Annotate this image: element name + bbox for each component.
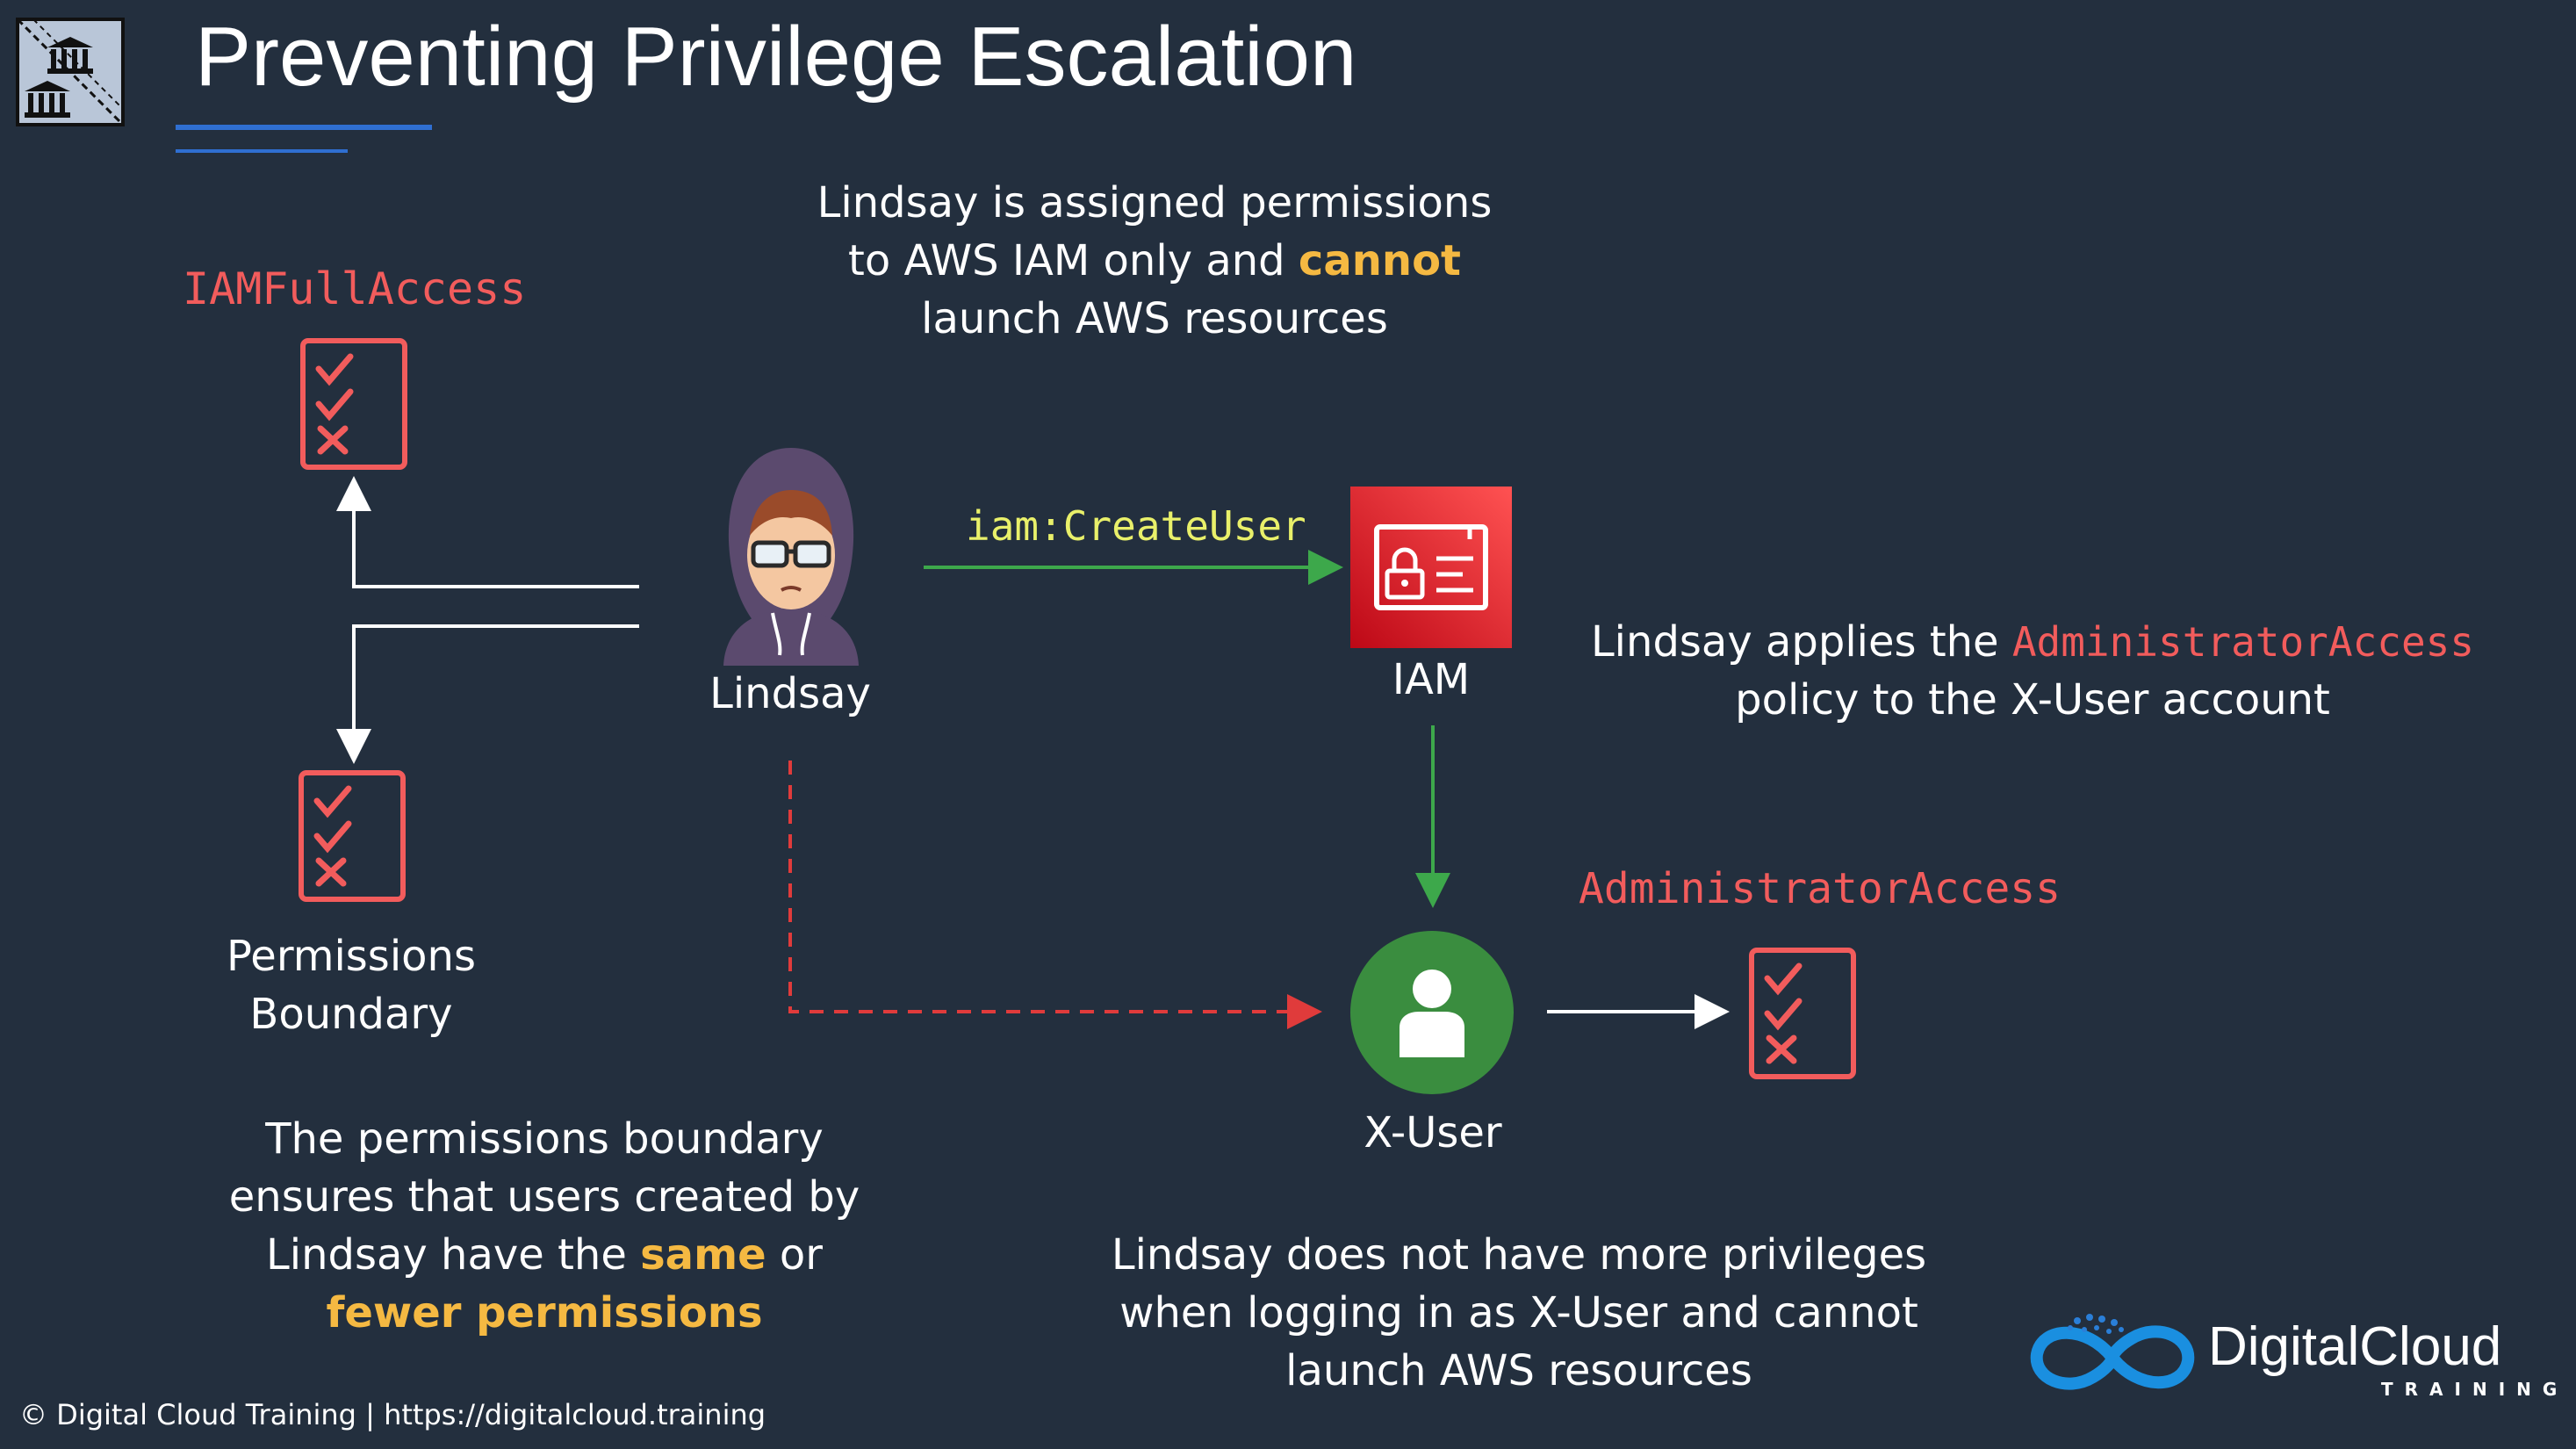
permissions-boundary-label: Permissions Boundary	[227, 932, 476, 1039]
digitalcloud-logo-icon	[2025, 1308, 2200, 1402]
title-underline	[176, 125, 432, 130]
create-user-label: iam:CreateUser	[966, 502, 1306, 550]
page-title: Preventing Privilege Escalation	[195, 10, 1357, 104]
policy-document-icon	[299, 337, 408, 471]
iam-service-icon	[1350, 487, 1512, 648]
hacker-avatar-icon	[718, 444, 864, 666]
policy-document-icon	[298, 769, 407, 903]
iam-label: IAM	[1392, 655, 1471, 704]
user-icon	[1349, 929, 1515, 1096]
footer-copyright: © Digital Cloud Training | https://digit…	[19, 1398, 766, 1431]
policy-document-icon	[1748, 947, 1857, 1080]
policy-label-iamfullaccess: IAMFullAccess	[183, 263, 527, 314]
xuser-label: X-User	[1364, 1108, 1502, 1157]
note-top: Lindsay is assigned permissions to AWS I…	[817, 178, 1493, 343]
note-bottom: Lindsay does not have more privileges wh…	[1111, 1230, 1927, 1395]
slide-logo-icon	[16, 18, 125, 126]
arrow-to-permissions-boundary	[336, 624, 639, 764]
title-underline-secondary	[176, 149, 348, 153]
brand-tagline: TRAINING	[2381, 1379, 2569, 1400]
lindsay-label: Lindsay	[709, 669, 871, 718]
note-right: Lindsay applies the AdministratorAccess …	[1590, 617, 2475, 724]
arrow-lindsay-login-xuser	[788, 761, 1322, 1029]
policy-label-administratoraccess: AdministratorAccess	[1579, 864, 2062, 913]
note-left: The permissions boundary ensures that us…	[228, 1114, 860, 1337]
brand-name: DigitalCloud	[2208, 1316, 2502, 1377]
arrow-to-iamfullaccess	[336, 476, 639, 588]
